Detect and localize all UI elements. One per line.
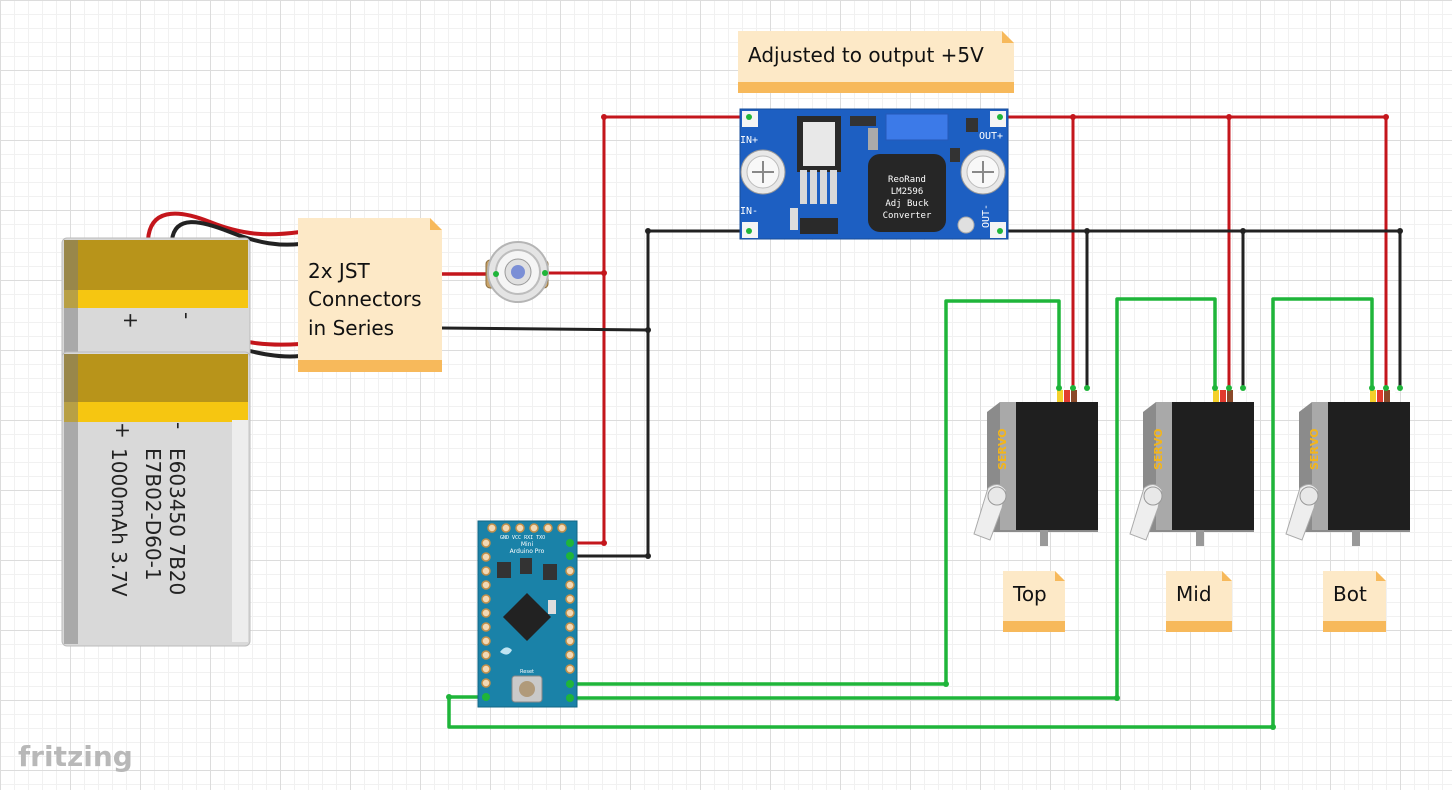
servo-mid-label: SERVO	[1152, 428, 1165, 470]
note-servo-top[interactable]: Top	[1003, 571, 1065, 632]
servo-mid[interactable]: SERVO	[1129, 385, 1254, 546]
battery-label-line1: E603450 7B20	[165, 448, 189, 595]
arduino-pro-mini[interactable]: GND VCC RXI TXO Mini Arduino Pro Reset	[477, 520, 578, 708]
battery-label-line3: 1000mAh 3.7V	[107, 448, 131, 597]
arduino-name1: Mini	[521, 541, 534, 548]
note-jst-line3: in Series	[308, 316, 394, 340]
note-servo-mid[interactable]: Mid	[1166, 571, 1232, 632]
battery1-red-lead[interactable]	[146, 211, 302, 242]
note-regulator-text: Adjusted to output +5V	[748, 43, 984, 67]
fritzing-watermark: fritzing	[18, 740, 133, 773]
note-servo-mid-label: Mid	[1176, 582, 1212, 606]
battery-minus: -	[167, 422, 191, 429]
arduino-left-header	[481, 538, 491, 688]
buck-out-plus-label: OUT+	[979, 131, 1003, 142]
arduino-reset-label: Reset	[520, 669, 534, 675]
battery-bottom[interactable]: + - E603450 7B20 E7B02-D60-1 1000mAh 3.7…	[61, 351, 251, 647]
note-regulator[interactable]: Adjusted to output +5V	[738, 31, 1014, 93]
note-servo-top-label: Top	[1012, 582, 1047, 606]
arduino-top-header	[487, 523, 567, 533]
buck-converter[interactable]: IN+ IN- OUT+ OUT- ReoRand LM2596 Adj	[739, 108, 1009, 240]
buck-in-plus-label: IN+	[740, 135, 758, 146]
battery1-black-lead[interactable]	[170, 220, 302, 247]
note-jst-line1: 2x JST	[308, 259, 371, 283]
arduino-name2: Arduino Pro	[510, 548, 545, 555]
servo-bot[interactable]: SERVO	[1285, 385, 1410, 546]
battery-top-plus: +	[119, 312, 143, 329]
wire-green-top[interactable]	[570, 299, 1061, 686]
battery-plus: +	[111, 422, 135, 439]
servo-bot-label: SERVO	[1308, 428, 1321, 470]
buck-in-minus-label: IN-	[740, 206, 758, 217]
battery-label-line2: E7B02-D60-1	[141, 448, 165, 581]
note-jst[interactable]: 2x JST Connectors in Series	[298, 218, 442, 372]
servo-top-label: SERVO	[996, 428, 1009, 470]
servo-top[interactable]: SERVO	[973, 385, 1098, 546]
note-servo-bot[interactable]: Bot	[1323, 571, 1386, 632]
note-jst-line2: Connectors	[308, 287, 422, 311]
wires	[146, 114, 1403, 730]
wire-black-gnd[interactable]	[438, 326, 650, 332]
battery-top-minus: -	[175, 312, 199, 319]
wire-green-mid[interactable]	[570, 297, 1217, 700]
buck-label-3: Adj Buck	[885, 199, 929, 209]
toggle-switch[interactable]	[485, 241, 549, 303]
wire-black-buck-in[interactable]	[570, 229, 746, 558]
note-servo-bot-label: Bot	[1333, 582, 1367, 606]
arduino-top-pins-label: GND VCC RXI TXO	[500, 535, 545, 541]
buck-label-1: ReoRand	[888, 175, 926, 185]
buck-out-minus-label: OUT-	[981, 204, 992, 228]
arduino-right-header	[565, 566, 575, 674]
wire-junctions	[446, 114, 1403, 730]
buck-label-2: LM2596	[891, 187, 924, 197]
buck-label-4: Converter	[883, 211, 932, 221]
